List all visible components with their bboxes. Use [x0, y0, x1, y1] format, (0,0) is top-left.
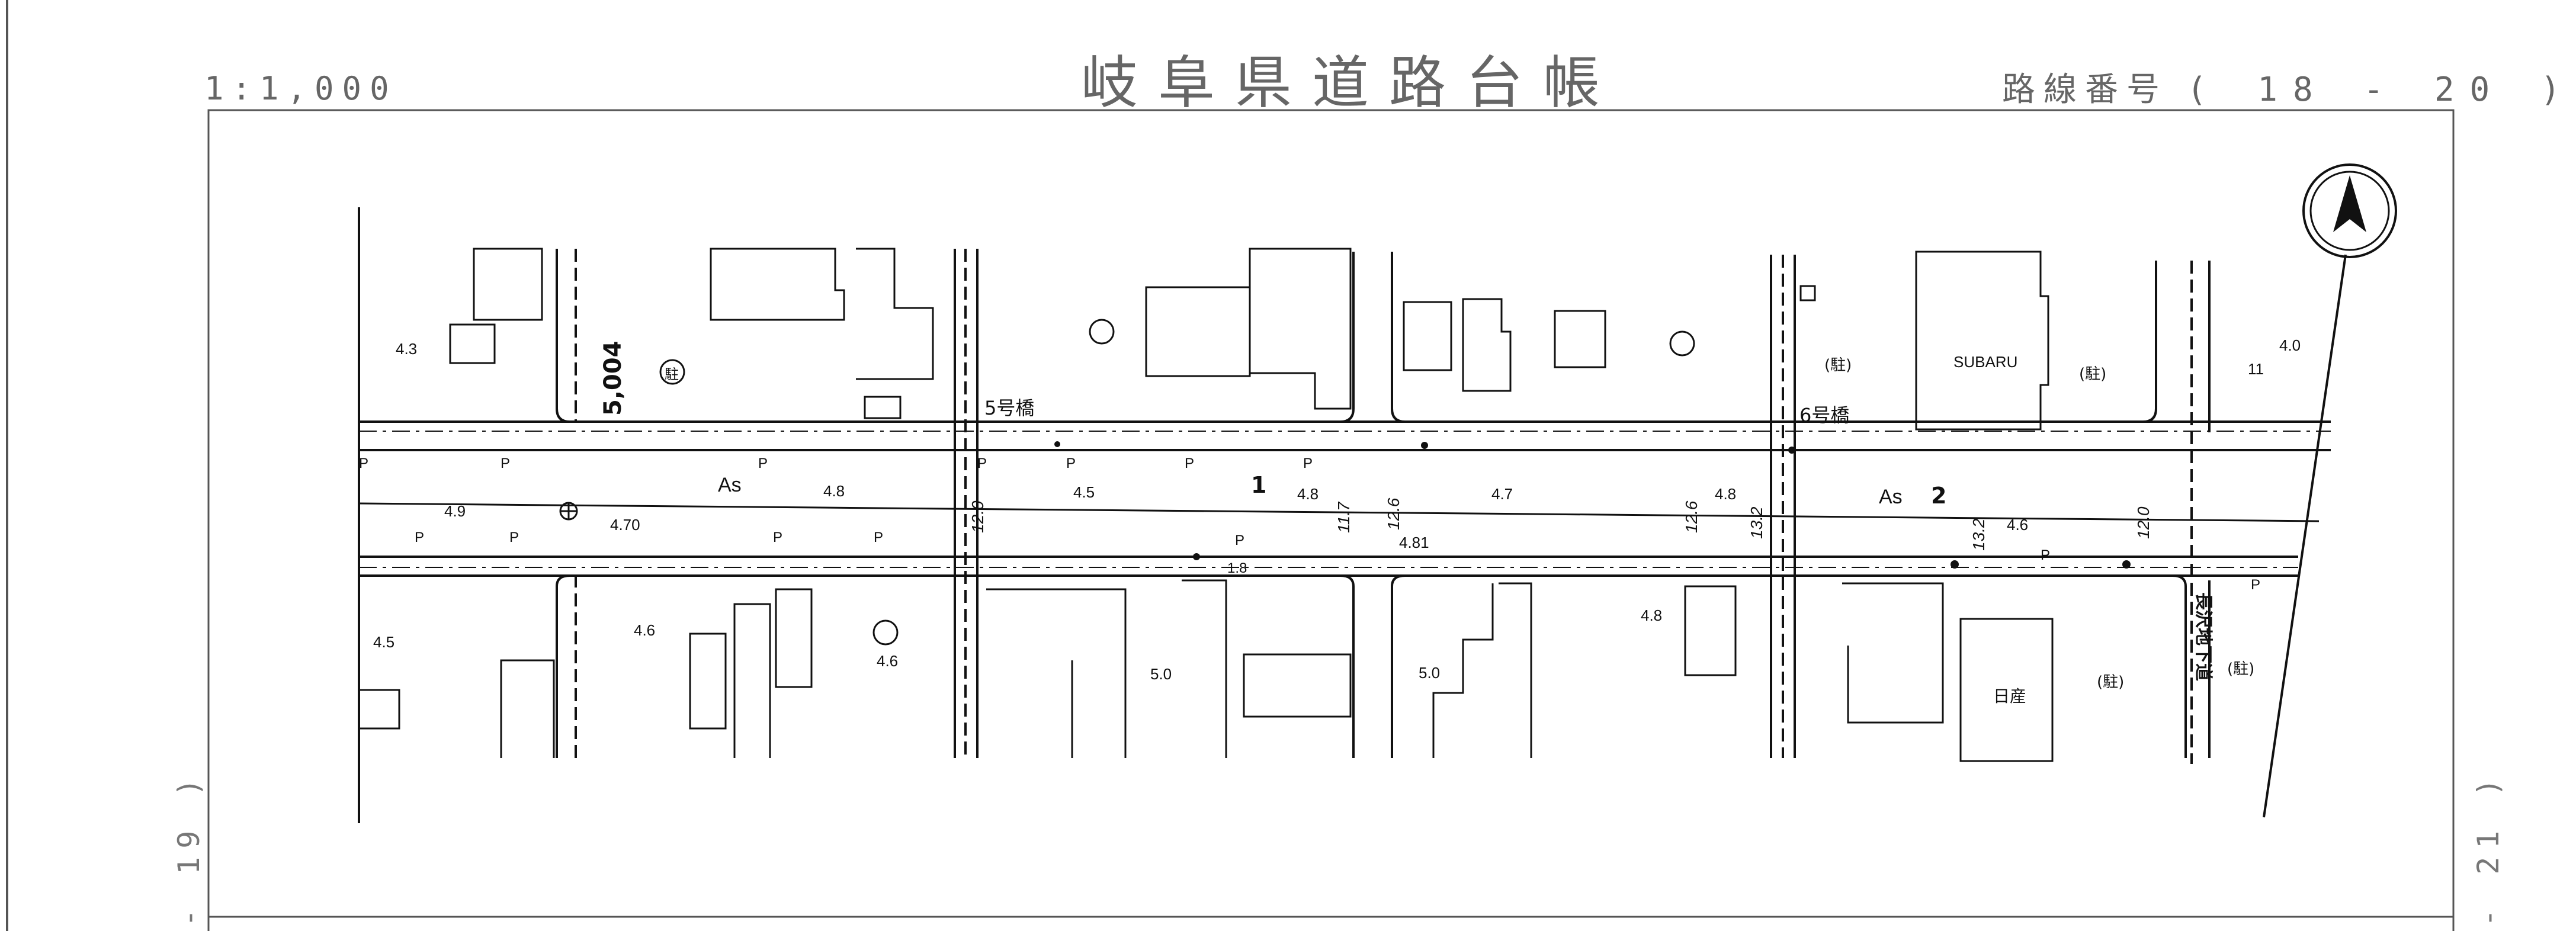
width-label-6: 13.2: [1969, 518, 1988, 551]
elevation-4-6-a: 4.6: [2007, 516, 2028, 534]
parking-paren-2: (駐): [2079, 365, 2106, 383]
buildings-north: [449, 248, 2049, 431]
parking-paren-3: (駐): [2097, 673, 2124, 691]
map-text-labels: As As 5号橋 6号橋 5,004 1 2 SUBARU 日産 長沢地下道 …: [373, 336, 2301, 706]
p-marker: P: [2041, 547, 2050, 563]
elevation-4-81: 4.81: [1399, 534, 1429, 551]
width-label-2: 11.7: [1334, 501, 1353, 533]
bridge-6-label: 6号橋: [1799, 404, 1849, 426]
p-marker: P: [1303, 455, 1313, 471]
section-1-label: 1: [1251, 472, 1266, 498]
p-marker: P: [773, 529, 782, 545]
section-2-label: 2: [1931, 483, 1946, 509]
elevation-5-0-b: 5.0: [1419, 664, 1440, 682]
map-frame: [207, 109, 2455, 931]
elevation-5-0-a: 5.0: [1150, 665, 1172, 683]
bridge-5-label: 5号橋: [984, 397, 1034, 419]
elevation-4-5-b: 4.5: [373, 633, 394, 651]
misc-11-label: 11: [2248, 360, 2264, 378]
elevation-4-8-b: 4.8: [1297, 485, 1319, 503]
elevation-4-70: 4.70: [610, 516, 640, 534]
elevation-4-7: 4.7: [1491, 485, 1513, 503]
width-label-1: 12.0: [968, 500, 987, 533]
p-marker: P: [509, 529, 519, 545]
width-label-4: 12.6: [1682, 500, 1701, 533]
p-markers: P P P P P P P P P P P P P P: [359, 455, 2260, 593]
north-arrow-icon: [2302, 163, 2397, 258]
width-label-7: 12.0: [2134, 506, 2152, 539]
elevation-4-8-a: 4.8: [823, 482, 845, 500]
chainage-label: 5,004: [599, 341, 627, 416]
cross-streets: [556, 249, 2211, 764]
route-number-value: ( 18 - 20 ): [2186, 70, 2576, 109]
p-marker: P: [977, 455, 987, 471]
p-marker: P: [501, 455, 510, 471]
misc-1-8-label: 1.8: [1227, 560, 1247, 576]
nissan-label: 日産: [1993, 686, 2026, 706]
p-marker: P: [1185, 455, 1194, 471]
route-number: 路線番号 ( 18 - 20 ): [2002, 63, 2576, 111]
subaru-label: SUBARU: [1953, 353, 2017, 371]
underpass-label: 長沢地下道: [2193, 592, 2214, 681]
p-marker: P: [415, 529, 424, 545]
route-number-prefix: 路線番号: [2002, 70, 2168, 109]
elevation-4-6-b: 4.6: [634, 621, 655, 639]
p-marker: P: [874, 529, 883, 545]
elevation-4-8-d: 4.8: [1641, 606, 1662, 624]
elevation-4-9: 4.9: [444, 502, 466, 520]
road-surface-label-2: As: [1879, 486, 1903, 508]
p-marker: P: [359, 455, 368, 471]
boundary-right: [2263, 254, 2347, 818]
buildings-south: [358, 579, 2054, 762]
parking-circle-label: 駐: [665, 366, 679, 383]
elevation-4-6-c: 4.6: [877, 652, 898, 670]
p-marker: P: [1235, 532, 1244, 548]
p-marker: P: [2251, 577, 2260, 593]
scale-label: 1:1,000: [204, 70, 397, 107]
map-title: 岐阜県道路台帳: [1081, 50, 1620, 116]
parking-paren-1: (駐): [1824, 357, 1852, 374]
parking-circle-icon: [659, 319, 1695, 646]
p-marker: P: [1066, 455, 1076, 471]
road-surface-label-1: As: [718, 474, 742, 496]
elevation-4-0: 4.0: [2279, 336, 2301, 354]
parking-paren-4: (駐): [2227, 660, 2254, 678]
elevation-4-5-a: 4.5: [1073, 483, 1095, 501]
elevation-4-3: 4.3: [396, 340, 417, 358]
main-road: [358, 420, 2331, 577]
curb-markers: [559, 441, 2131, 569]
width-label-5: 13.2: [1747, 506, 1766, 539]
width-label-3: 12.6: [1384, 497, 1403, 530]
p-marker: P: [758, 455, 768, 471]
elevation-4-8-c: 4.8: [1715, 485, 1736, 503]
